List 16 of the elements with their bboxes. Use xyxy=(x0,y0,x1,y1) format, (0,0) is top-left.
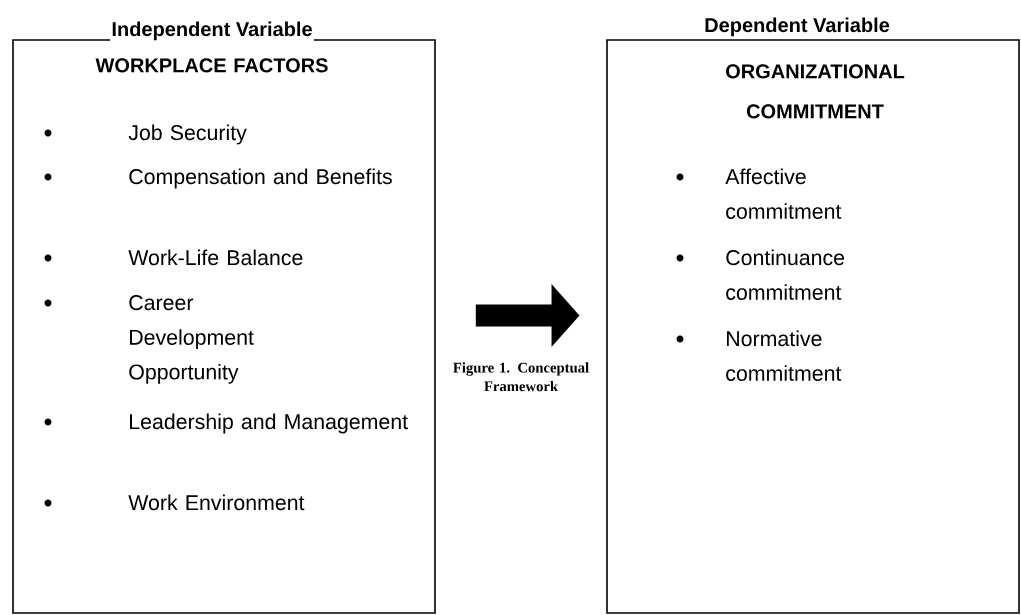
framework-box xyxy=(606,39,1020,614)
list-item: Continuance commitment xyxy=(726,249,845,300)
list-item: Work-Life Balance xyxy=(128,249,303,266)
variable-heading: Dependent Variable xyxy=(702,16,892,38)
list-item: Compensation and Benefits xyxy=(129,168,392,189)
box-title: ORGANIZATIONAL COMMITMENT xyxy=(726,64,905,119)
list-item: Work Environment xyxy=(128,494,305,511)
variable-heading: Independent Variable xyxy=(110,20,314,42)
list-item: Job Security xyxy=(128,124,247,145)
figure-caption: Figure 1. Conceptual Framework xyxy=(453,362,589,392)
list-item: Affective commitment xyxy=(725,168,842,219)
list-item: Normative commitment xyxy=(726,330,842,381)
box-title: WORKPLACE FACTORS xyxy=(95,58,328,73)
list-item: Career Development Opportunity xyxy=(129,295,254,384)
framework-box xyxy=(12,39,436,614)
list-item: Leadership and Management xyxy=(130,413,408,434)
